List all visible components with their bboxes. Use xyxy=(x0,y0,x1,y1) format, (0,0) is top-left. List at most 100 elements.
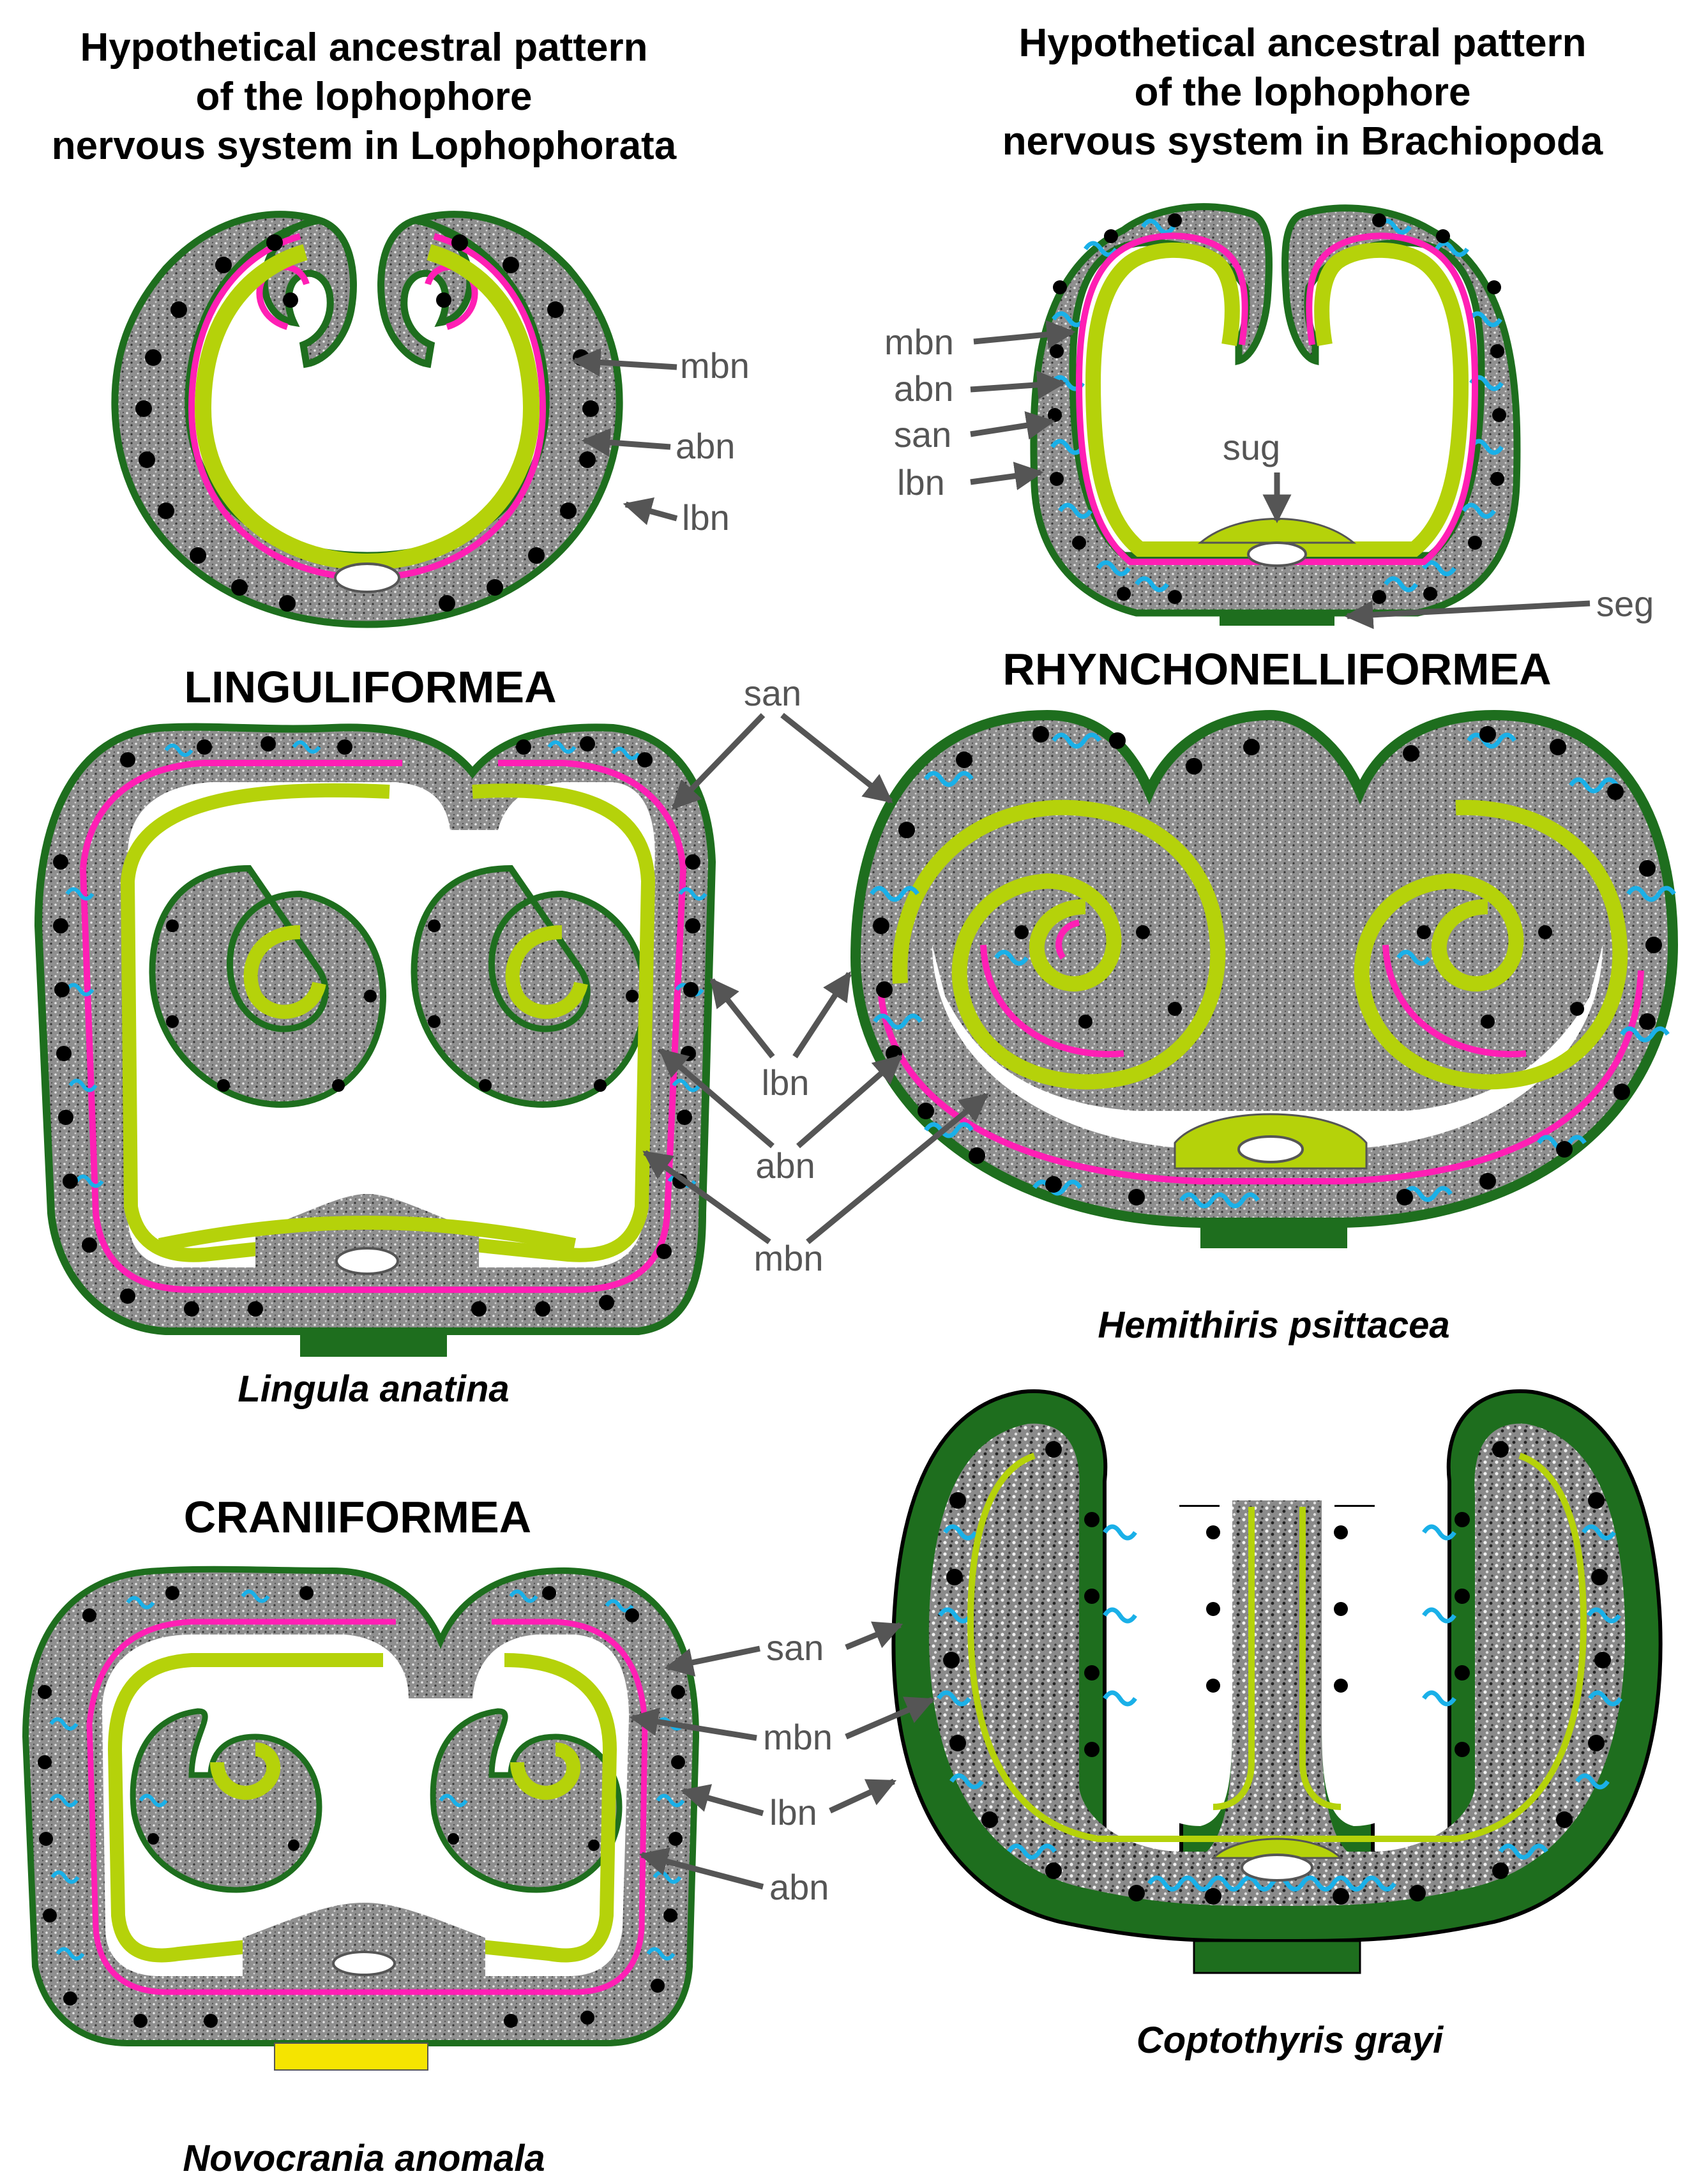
label-brachio-lbn: lbn xyxy=(897,462,945,502)
arrow-mid-san-left xyxy=(671,713,766,810)
label-bottom-san: san xyxy=(766,1628,824,1668)
arrow-bottom-san-right xyxy=(845,1621,903,1650)
novocrania-ganglion xyxy=(332,1951,396,1976)
arrow-mid-abn-left xyxy=(658,1048,775,1149)
lopho-dots xyxy=(135,234,599,612)
title-lophophorata: Hypothetical ancestral pattern of the lo… xyxy=(52,26,677,168)
lingula-arm-left xyxy=(149,865,387,1108)
coptothyris-figure xyxy=(891,1389,1663,1974)
brachio-clean xyxy=(1015,192,1558,638)
arrow-bottom-lbn-left xyxy=(680,1784,764,1817)
novocrania-base-swell xyxy=(243,1903,485,1976)
arrow-bottom-mbn-right xyxy=(845,1696,935,1740)
coptothyris-dots xyxy=(943,1441,1611,1905)
arrow-bottom-abn-left xyxy=(639,1847,764,1890)
coptothyris-u-void xyxy=(1124,1469,1430,1826)
label-mid-san: san xyxy=(744,673,801,713)
heading-linguliformea: LINGULIFORMEA xyxy=(184,662,556,712)
novocrania-mbn xyxy=(107,1653,617,1963)
novocrania-plate xyxy=(274,2043,428,2071)
title-brachiopoda-line3: nervous system in Brachiopoda xyxy=(1002,119,1603,163)
labels-lophophorata: mbn abn lbn xyxy=(571,345,750,538)
coptothyris-base-swell xyxy=(1211,1838,1343,1859)
label-bottom-mbn: mbn xyxy=(763,1717,833,1757)
label-brachio-sug: sug xyxy=(1223,427,1280,467)
arrow-lopho-mbn xyxy=(571,348,677,377)
novocrania-abn xyxy=(86,1619,648,1995)
label-lopho-mbn: mbn xyxy=(680,345,750,386)
hemithiris-abn xyxy=(878,919,1644,1184)
labels-brachiopoda: mbn abn san lbn sug seg xyxy=(884,320,1654,630)
coptothyris-san xyxy=(937,1524,1622,1892)
hemithiris-dots xyxy=(873,726,1662,1205)
title-lophophorata-line3: nervous system in Lophophorata xyxy=(52,124,677,168)
title-lophophorata-line2: of the lophophore xyxy=(196,75,533,119)
lopho-ganglion xyxy=(334,563,400,593)
arrow-brachio-mbn xyxy=(973,320,1076,349)
arrow-brachio-seg xyxy=(1344,600,1591,630)
arrow-mid-lbn-right xyxy=(792,971,852,1059)
coptothyris-ganglion xyxy=(1241,1854,1313,1882)
label-mid-abn: abn xyxy=(755,1145,815,1186)
coptothyris-plate xyxy=(1193,1940,1361,1974)
lingula-ganglion xyxy=(335,1247,399,1275)
lingula-figure xyxy=(34,723,716,1357)
heading-craniiformea: CRANIIFORMEA xyxy=(184,1492,531,1542)
brachio-san-nerve xyxy=(1050,218,1504,593)
labels-middle: san lbn abn mbn xyxy=(642,673,989,1278)
label-lopho-abn: abn xyxy=(676,426,735,466)
arrow-lopho-lbn xyxy=(623,497,678,525)
arrow-mid-abn-right xyxy=(796,1054,903,1149)
lingula-plate xyxy=(300,1331,447,1357)
label-mid-lbn: lbn xyxy=(762,1062,810,1103)
arrow-bottom-mbn-left xyxy=(629,1707,757,1741)
arrow-mid-mbn-right xyxy=(806,1092,989,1244)
novocrania-dots xyxy=(38,1586,685,2028)
hemithiris-spiral-left xyxy=(892,799,1226,1090)
label-lopho-lbn: lbn xyxy=(682,497,730,538)
novocrania-figure xyxy=(22,1566,700,2071)
brachio-seg-plate xyxy=(1220,610,1334,626)
arrow-brachio-abn xyxy=(970,370,1066,400)
title-brachiopoda-line1: Hypothetical ancestral pattern xyxy=(1019,21,1587,65)
label-brachio-mbn: mbn xyxy=(884,322,954,362)
label-mid-mbn: mbn xyxy=(754,1238,824,1278)
hemithiris-ganglion xyxy=(1237,1135,1304,1163)
species-lingula: Lingula anatina xyxy=(238,1368,509,1410)
arrow-brachio-san xyxy=(970,411,1055,440)
label-brachio-seg: seg xyxy=(1596,584,1654,624)
lopho-mbn-nerve xyxy=(194,244,540,571)
hemithiris-plate xyxy=(1200,1223,1347,1248)
arrow-bottom-lbn-right xyxy=(829,1778,897,1814)
hemithiris-spiral-right xyxy=(1354,799,1628,1090)
arrow-brachio-lbn xyxy=(970,462,1044,490)
title-lophophorata-line1: Hypothetical ancestral pattern xyxy=(80,26,648,70)
species-novocrania: Novocrania anomala xyxy=(183,2138,545,2179)
label-brachio-abn: abn xyxy=(894,368,953,409)
arrow-bottom-san-left xyxy=(664,1645,760,1677)
hemithiris-figure xyxy=(850,709,1679,1248)
coptothyris-tissue xyxy=(928,1423,1626,1906)
lingula-base-swell xyxy=(255,1194,479,1277)
lopho-shell-ring xyxy=(111,211,623,628)
arrow-lopho-abn xyxy=(581,428,671,457)
title-brachiopoda-line2: of the lophophore xyxy=(1135,70,1471,114)
lingula-mbn-right xyxy=(382,783,656,1262)
species-coptothyris: Coptothyris grayi xyxy=(1137,2020,1444,2061)
lingula-dots xyxy=(53,736,700,1317)
arrow-mid-mbn-left xyxy=(642,1150,771,1244)
lopho-clean xyxy=(102,204,632,638)
hemithiris-shell xyxy=(850,709,1679,1228)
labels-bottom: san mbn lbn abn xyxy=(629,1621,935,1907)
species-hemithiris: Hemithiris psittacea xyxy=(1098,1304,1449,1346)
lingula-mbn-base xyxy=(158,1215,577,1252)
arrow-mid-lbn-left xyxy=(709,978,775,1059)
title-brachiopoda: Hypothetical ancestral pattern of the lo… xyxy=(1002,21,1603,163)
heading-rhynchonelliformea: RHYNCHONELLIFORMEA xyxy=(1002,644,1551,694)
label-bottom-lbn: lbn xyxy=(769,1792,817,1832)
arrow-mid-san-right xyxy=(780,713,893,804)
label-brachio-san: san xyxy=(894,414,951,455)
brachio-ganglion xyxy=(1247,541,1307,567)
label-bottom-abn: abn xyxy=(769,1867,829,1907)
